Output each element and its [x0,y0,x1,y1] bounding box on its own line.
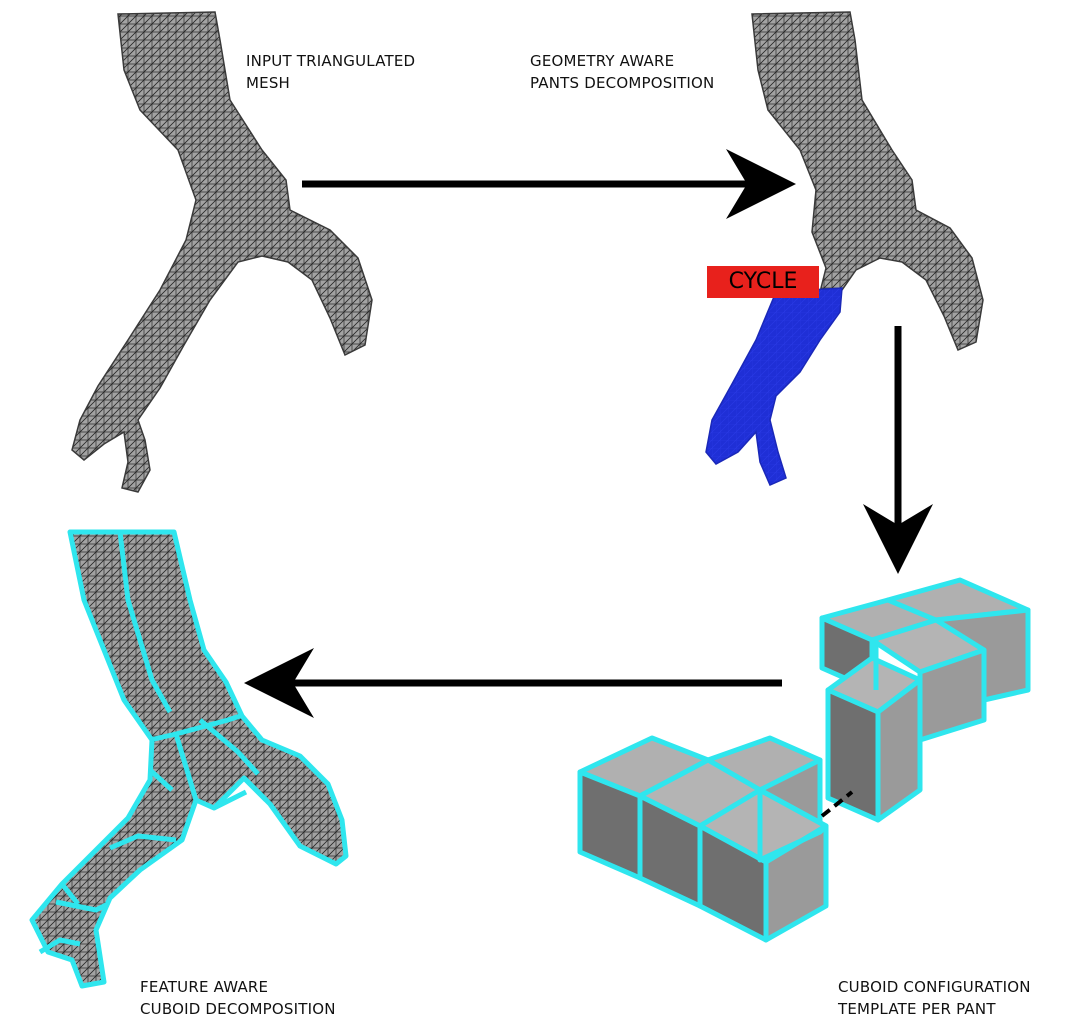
caption-input-mesh: INPUT TRIANGULATED MESH [246,50,415,94]
caption-line: GEOMETRY AWARE [530,50,714,72]
caption-cuboid-template: CUBOID CONFIGURATION TEMPLATE PER PANT [838,976,1031,1020]
caption-line: CUBOID DECOMPOSITION [140,998,336,1020]
caption-line: PANTS DECOMPOSITION [530,72,714,94]
caption-line: TEMPLATE PER PANT [838,998,1031,1020]
pants-mesh [706,12,983,485]
feature-decomposition [32,532,346,986]
caption-line: FEATURE AWARE [140,976,336,998]
caption-line: INPUT TRIANGULATED [246,50,415,72]
caption-feature-decomposition: FEATURE AWARE CUBOID DECOMPOSITION [140,976,336,1020]
cycle-label: CYCLE [707,266,819,298]
caption-line: MESH [246,72,415,94]
caption-line: CUBOID CONFIGURATION [838,976,1031,998]
caption-pants-decomposition: GEOMETRY AWARE PANTS DECOMPOSITION [530,50,714,94]
cuboid-template [580,580,1028,940]
highlighted-pant [706,288,842,485]
